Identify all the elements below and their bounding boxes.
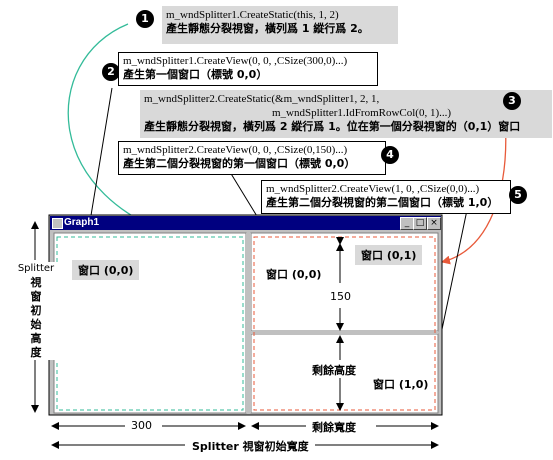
window-app-icon <box>52 218 63 229</box>
step-2-badge: 2 <box>102 63 120 81</box>
step-5-badge: 5 <box>509 186 527 204</box>
minimize-button[interactable]: _ <box>400 217 414 230</box>
dim-150-label: 150 <box>330 290 351 303</box>
window-title: Graph1 <box>64 217 100 228</box>
step-2-desc: 產生第一個窗口（標號 0,0） <box>123 68 268 81</box>
maximize-button[interactable]: □ <box>413 217 427 230</box>
step-4-desc: 產生第二個分裂視窗的第一個窗口（標號 0,0） <box>123 157 356 170</box>
step-1-code: m_wndSplitter1.CreateStatic(this, 1, 2) <box>166 9 339 21</box>
dim-300-label: 300 <box>131 419 152 432</box>
right-bottom-label: 窗口 (1,0) <box>373 376 429 392</box>
step-4-badge: 4 <box>381 146 399 164</box>
step-3-code-line1: m_wndSplitter2.CreateStatic(&m_wndSplitt… <box>144 93 380 105</box>
step-5-code: m_wndSplitter2.CreateView(1, 0, ,CSize(0… <box>266 183 480 195</box>
step-1-badge: 1 <box>136 10 154 28</box>
dim-remaining-width-label: 剩餘寬度 <box>312 419 356 435</box>
step-3-box: m_wndSplitter2.CreateStatic(&m_wndSplitt… <box>140 90 552 138</box>
step-1-desc: 產生靜態分裂視窗，橫列爲 1 縱行爲 2。 <box>166 22 369 35</box>
vertical-splitter-bar <box>246 233 251 413</box>
step-2-box: m_wndSplitter1.CreateView(0, 0, ,CSize(3… <box>118 52 378 86</box>
window-titlebar <box>50 216 441 230</box>
close-button[interactable]: × <box>427 217 441 230</box>
red-dashed-outline <box>253 236 436 411</box>
dim-remaining-height-label: 剩餘高度 <box>312 362 356 378</box>
left-pane-label: 窗口 (0,0) <box>72 260 140 280</box>
step-1-box: m_wndSplitter1.CreateStatic(this, 1, 2) … <box>162 6 398 44</box>
step-3-desc: 產生靜態分裂視窗，橫列爲 2 縱行爲 1。位在第一個分裂視窗的（0,1）窗口 <box>144 120 521 133</box>
horizontal-splitter-bar <box>251 331 438 334</box>
right-top-inner-label: 窗口 (0,0) <box>266 268 322 281</box>
step-4-box: m_wndSplitter2.CreateView(0, 0, ,CSize(0… <box>118 141 386 175</box>
step-3-code-line2: m_wndSplitter1.IdFromRowCol(0, 1)...) <box>272 107 452 119</box>
step-5-box: m_wndSplitter2.CreateView(1, 0, ,CSize(0… <box>261 180 511 214</box>
step-3-badge: 3 <box>503 92 521 110</box>
step-2-code: m_wndSplitter1.CreateView(0, 0, ,CSize(3… <box>123 55 348 67</box>
step-5-desc: 產生第二個分裂視窗的第二個窗口（標號 1,0） <box>266 196 499 209</box>
dim-initial-width-label: Splitter 視窗初始寬度 <box>192 438 309 454</box>
step-4-code: m_wndSplitter2.CreateView(0, 0, ,CSize(0… <box>123 144 348 156</box>
right-top-outer-label: 窗口 (0,1) <box>355 245 423 265</box>
